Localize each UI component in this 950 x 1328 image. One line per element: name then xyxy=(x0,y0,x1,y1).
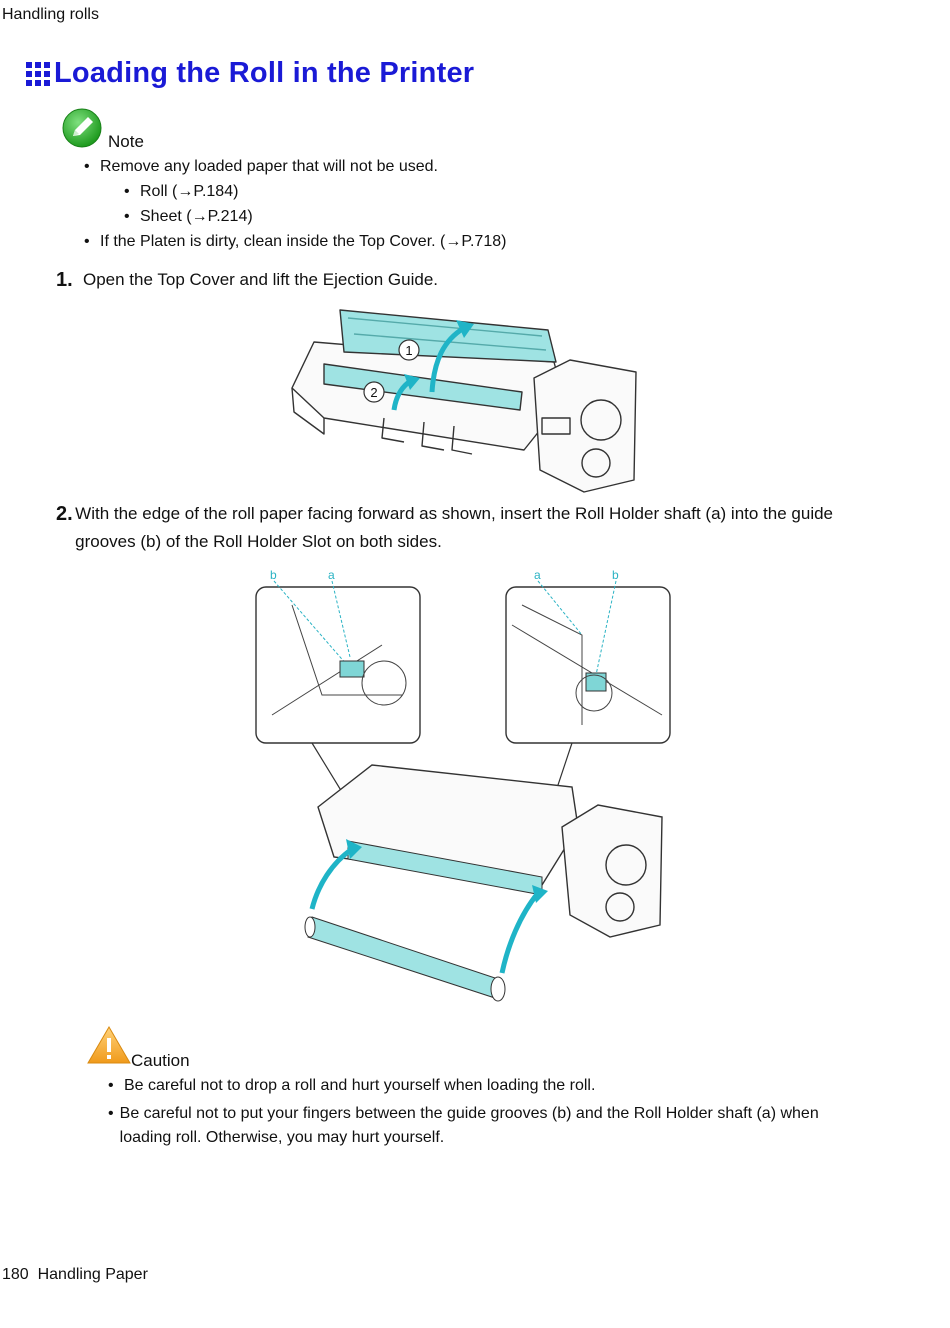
footer-section: Handling Paper xyxy=(37,1266,148,1283)
caution-label: Caution xyxy=(131,1051,190,1070)
note-item: •If the Platen is dirty, clean inside th… xyxy=(84,233,507,250)
label-b-right: b xyxy=(612,568,619,582)
caution-item: •Be careful not to drop a roll and hurt … xyxy=(108,1077,596,1094)
label-a-right: a xyxy=(534,568,541,582)
label-a-left: a xyxy=(328,568,335,582)
page-number: 180 xyxy=(2,1266,29,1283)
caution-item: •Be careful not to put your fingers betw… xyxy=(108,1105,819,1146)
figure-insert-roll-holder: b a a b xyxy=(255,568,671,1002)
note-subitem-roll[interactable]: •Roll (→P.184) xyxy=(124,183,239,200)
running-head: Handling rolls xyxy=(2,6,99,23)
note-pencil-icon xyxy=(62,108,102,148)
note-item: •Remove any loaded paper that will not b… xyxy=(84,158,438,175)
step-2: 2. With the edge of the roll paper facin… xyxy=(56,503,834,551)
page-footer: 180 Handling Paper xyxy=(2,1266,148,1284)
figure-open-top-cover: 1 2 xyxy=(291,309,637,493)
callout-1: 1 xyxy=(405,343,412,358)
caution-warning-icon xyxy=(87,1026,131,1064)
page-title: Loading the Roll in the Printer xyxy=(54,57,475,89)
grid-icon xyxy=(26,61,50,86)
step-1: 1. Open the Top Cover and lift the Eject… xyxy=(56,269,439,291)
note-label: Note xyxy=(108,132,144,151)
label-b-left: b xyxy=(270,568,277,582)
callout-2: 2 xyxy=(370,385,377,400)
section-heading: Loading the Roll in the Printer xyxy=(26,57,474,90)
note-subitem-sheet[interactable]: •Sheet (→P.214) xyxy=(124,208,253,225)
